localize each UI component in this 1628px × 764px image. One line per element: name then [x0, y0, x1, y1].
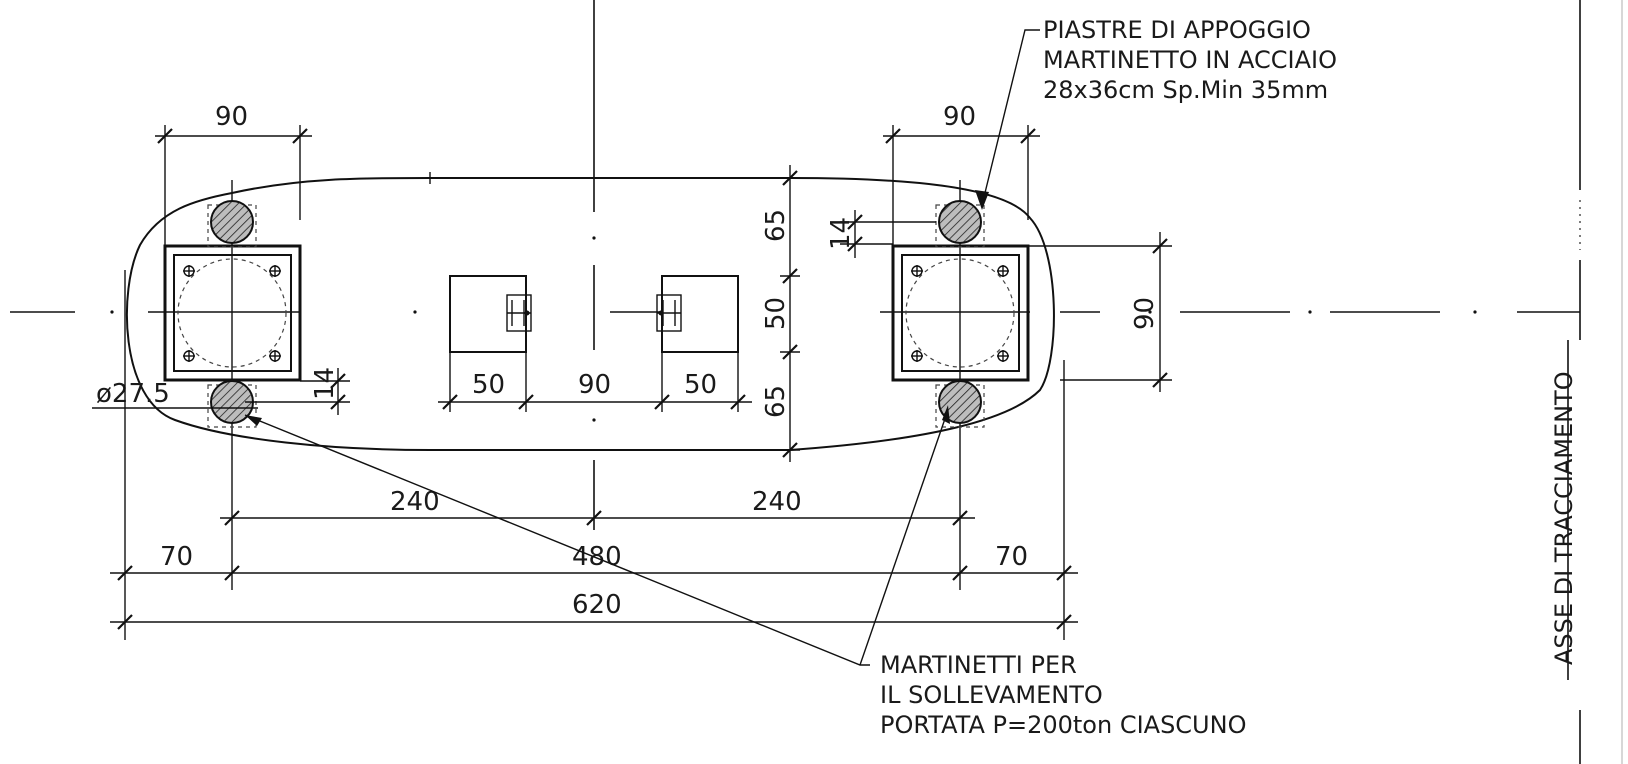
dimension-240-chain — [220, 510, 975, 526]
jacks-leader — [244, 405, 950, 666]
jacks-note-line3: PORTATA P=200ton CIASCUNO — [880, 711, 1246, 739]
jack-bottom-right — [935, 380, 985, 428]
dimension-vertical-90-right — [1028, 232, 1172, 392]
plates-note-line1: PIASTRE DI APPOGGIO — [1043, 16, 1311, 44]
dim-vertical-50: 50 — [761, 297, 791, 330]
dim-span-70-left: 70 — [160, 542, 193, 572]
jacks-note-line1: MARTINETTI PER — [880, 651, 1077, 679]
dim-vertical-14-right: 14 — [826, 217, 856, 250]
dimension-vertical-14-right — [840, 210, 936, 258]
dimension-top-right-90 — [883, 125, 1040, 246]
dimension-top-left-90 — [155, 125, 312, 246]
right-anchor-block — [656, 275, 739, 353]
dim-vertical-65-top: 65 — [761, 209, 791, 242]
dimension-anchor-chain — [438, 352, 752, 412]
dimension-14-left — [245, 368, 350, 415]
dimension-620 — [110, 614, 1078, 630]
jack-top-right — [935, 200, 985, 248]
pier-outline — [125, 177, 1055, 451]
left-anchor-block — [449, 275, 532, 353]
dim-span-50-left: 50 — [472, 370, 505, 400]
dim-14-left: 14 — [310, 367, 340, 400]
dim-span-240-right: 240 — [752, 487, 802, 517]
dim-top-left-90: 90 — [215, 102, 248, 132]
dim-span-90-center: 90 — [578, 370, 611, 400]
horizontal-centerline — [10, 310, 1477, 314]
tracing-axis — [1517, 0, 1581, 764]
dim-vertical-90-right: 90 — [1130, 297, 1160, 330]
plates-leader — [975, 29, 1040, 210]
dim-span-50-right: 50 — [684, 370, 717, 400]
jacks-note-line2: IL SOLLEVAMENTO — [880, 681, 1103, 709]
dim-span-240-left: 240 — [390, 487, 440, 517]
axis-label: ASSE DI TRACCIAMENTO — [1550, 371, 1578, 665]
dimension-480-chain — [110, 270, 1078, 640]
dim-top-right-90: 90 — [943, 102, 976, 132]
jack-bottom-left — [207, 380, 257, 428]
jack-top-left — [207, 200, 257, 248]
dim-span-620: 620 — [572, 590, 622, 620]
dimension-vertical-chain — [780, 165, 800, 462]
dim-vertical-65-bottom: 65 — [761, 385, 791, 418]
plates-note-line3: 28x36cm Sp.Min 35mm — [1043, 76, 1328, 104]
dim-span-70-right: 70 — [995, 542, 1028, 572]
plates-note-line2: MARTINETTO IN ACCIAIO — [1043, 46, 1337, 74]
dim-diameter: ø27.5 — [96, 379, 170, 409]
dim-span-480: 480 — [572, 542, 622, 572]
